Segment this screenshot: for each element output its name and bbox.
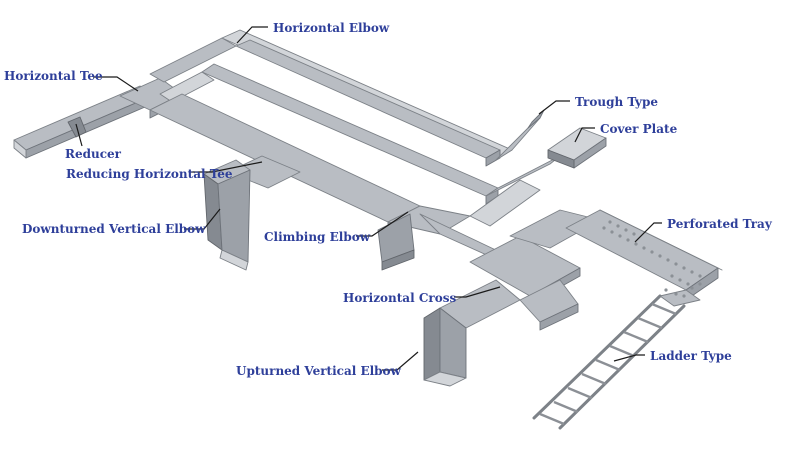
label-downturned-vertical-elbow: Downturned Vertical Elbow [22,208,221,236]
perforated-tray-shape [565,209,723,307]
horizontal-cross-shape [419,209,601,331]
leader-line-upturned-vertical-elbow [382,351,419,371]
label-text-reducer: Reducer [65,147,122,161]
leader-line-horizontal-tee [93,76,139,92]
upturned-elbow-shape [423,279,521,387]
label-reducing-horizontal-tee: Reducing Horizontal Tee [66,161,263,181]
leader-line-perforated-tray [634,222,662,243]
label-text-climbing-elbow: Climbing Elbow [264,230,371,244]
label-text-reducing-horizontal-tee: Reducing Horizontal Tee [66,167,233,181]
label-text-horizontal-cross: Horizontal Cross [343,291,456,305]
label-text-horizontal-tee: Horizontal Tee [4,69,103,83]
leader-line-reducer [75,123,83,147]
label-horizontal-elbow: Horizontal Elbow [236,21,390,44]
label-text-downturned-vertical-elbow: Downturned Vertical Elbow [22,222,206,236]
leader-line-horizontal-elbow [236,26,268,44]
label-reducer: Reducer [65,123,122,161]
leader-line-climbing-elbow [356,211,409,237]
cover-plate-shape [547,127,607,169]
label-upturned-vertical-elbow: Upturned Vertical Elbow [236,351,419,378]
label-text-upturned-vertical-elbow: Upturned Vertical Elbow [236,364,402,378]
label-text-horizontal-elbow: Horizontal Elbow [273,21,390,35]
reducing-tee-shape [203,155,301,271]
ladder-tray-shape [532,294,686,430]
upper-run [149,29,545,167]
perforation-holes [602,220,702,298]
cable-tray-illustration [13,29,723,430]
label-text-perforated-tray: Perforated Tray [667,217,773,231]
leader-line-reducing-horizontal-tee [190,161,263,173]
label-horizontal-tee: Horizontal Tee [4,69,139,92]
label-climbing-elbow: Climbing Elbow [264,211,409,244]
leader-line-downturned-vertical-elbow [184,208,221,230]
leader-line-cover-plate [574,127,595,143]
leader-line-ladder-type [613,354,645,362]
label-ladder-type: Ladder Type [613,349,732,363]
label-text-trough-type: Trough Type [575,95,658,109]
inner-run [159,63,561,205]
label-perforated-tray: Perforated Tray [634,217,773,243]
leader-line-horizontal-cross [454,286,501,298]
label-trough-type: Trough Type [538,95,658,115]
label-text-ladder-type: Ladder Type [650,349,732,363]
label-cover-plate: Cover Plate [574,122,678,143]
label-text-cover-plate: Cover Plate [600,122,678,136]
lower-run [149,93,421,231]
label-horizontal-cross: Horizontal Cross [343,286,501,305]
leader-line-trough-type [538,100,570,115]
